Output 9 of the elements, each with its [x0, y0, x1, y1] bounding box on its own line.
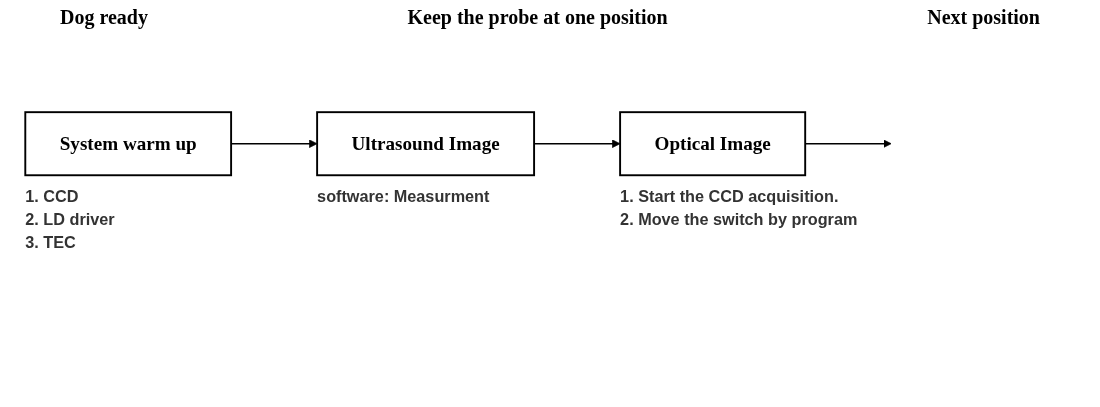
- process-box: Ultrasound Image: [316, 111, 536, 177]
- process-box: System warm up: [24, 111, 233, 177]
- process-box: Optical Image: [619, 111, 807, 177]
- annotation-text: Dog ready: [60, 6, 148, 29]
- note-text: 1. CCD 2. LD driver 3. TEC: [25, 187, 115, 251]
- note-text: 1. Start the CCD acquisition. 2. Move the switch by program: [620, 187, 858, 228]
- annotation-text: Keep the probe at one position: [407, 6, 668, 29]
- note-text: software: Measurment: [317, 187, 490, 205]
- annotation-text: Next position: [927, 6, 1040, 29]
